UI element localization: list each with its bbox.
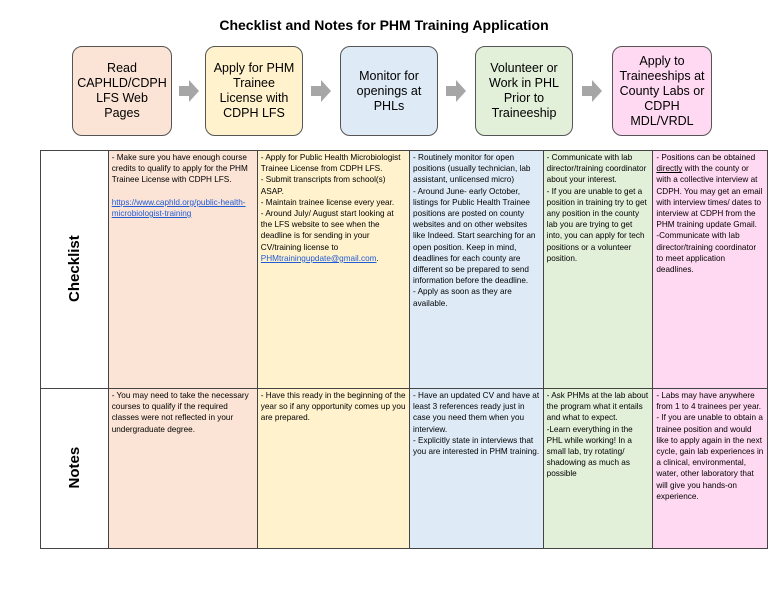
notes-cell-volunteer-work: - Ask PHMs at the lab about the program … — [542, 388, 654, 549]
training-update-email-link[interactable]: PHMtrainingupdate@gmail.com — [260, 253, 377, 263]
arrow-right-icon — [582, 80, 602, 102]
step-read-web-pages: Read CAPHLD/CDPH LFS Web Pages — [72, 46, 172, 136]
step-label: Volunteer or Work in PHL Prior to Traine… — [489, 61, 559, 120]
step-label: Monitor for openings at PHLs — [356, 68, 422, 113]
step-apply-traineeships: Apply to Traineeships at County Labs or … — [612, 46, 712, 136]
step-volunteer-work: Volunteer or Work in PHL Prior to Traine… — [475, 46, 573, 136]
notes-cell-apply-license: - Have this ready in the beginning of th… — [256, 388, 411, 549]
checklist-row-label: Checklist — [40, 150, 109, 389]
checklist-cell-apply-license: - Apply for Public Health Microbiologist… — [256, 150, 411, 389]
checklist-cell-read-web-pages: - Make sure you have enough course credi… — [107, 150, 258, 389]
checklist-cell-monitor-openings: - Routinely monitor for open positions (… — [409, 150, 544, 389]
notes-row: Notes - You may need to take the necessa… — [40, 388, 768, 549]
notes-cell-monitor-openings: - Have an updated CV and have at least 3… — [409, 388, 544, 549]
checklist-cell-apply-traineeships: - Positions can be obtained directly wit… — [652, 150, 768, 389]
step-label: Apply to Traineeships at County Labs or … — [619, 53, 705, 128]
notes-cell-apply-traineeships: - Labs may have anywhere from 1 to 4 tra… — [652, 388, 768, 549]
checklist-notes-table: Checklist - Make sure you have enough co… — [40, 150, 768, 549]
page-title: Checklist and Notes for PHM Training App… — [219, 17, 549, 33]
step-label: Apply for PHM Trainee License with CDPH … — [213, 61, 295, 120]
step-label: Read CAPHLD/CDPH LFS Web Pages — [77, 61, 167, 120]
checklist-row: Checklist - Make sure you have enough co… — [40, 150, 768, 389]
notes-cell-read-web-pages: - You may need to take the necessary cou… — [107, 388, 258, 549]
step-apply-license: Apply for PHM Trainee License with CDPH … — [205, 46, 303, 136]
arrow-right-icon — [311, 80, 331, 102]
arrow-right-icon — [446, 80, 466, 102]
arrow-right-icon — [179, 80, 199, 102]
caphld-training-link[interactable]: https://www.caphld.org/public-health-mic… — [111, 197, 246, 219]
step-monitor-openings: Monitor for openings at PHLs — [340, 46, 438, 136]
notes-row-label: Notes — [40, 388, 109, 549]
checklist-cell-volunteer-work: - Communicate with lab director/training… — [542, 150, 654, 389]
